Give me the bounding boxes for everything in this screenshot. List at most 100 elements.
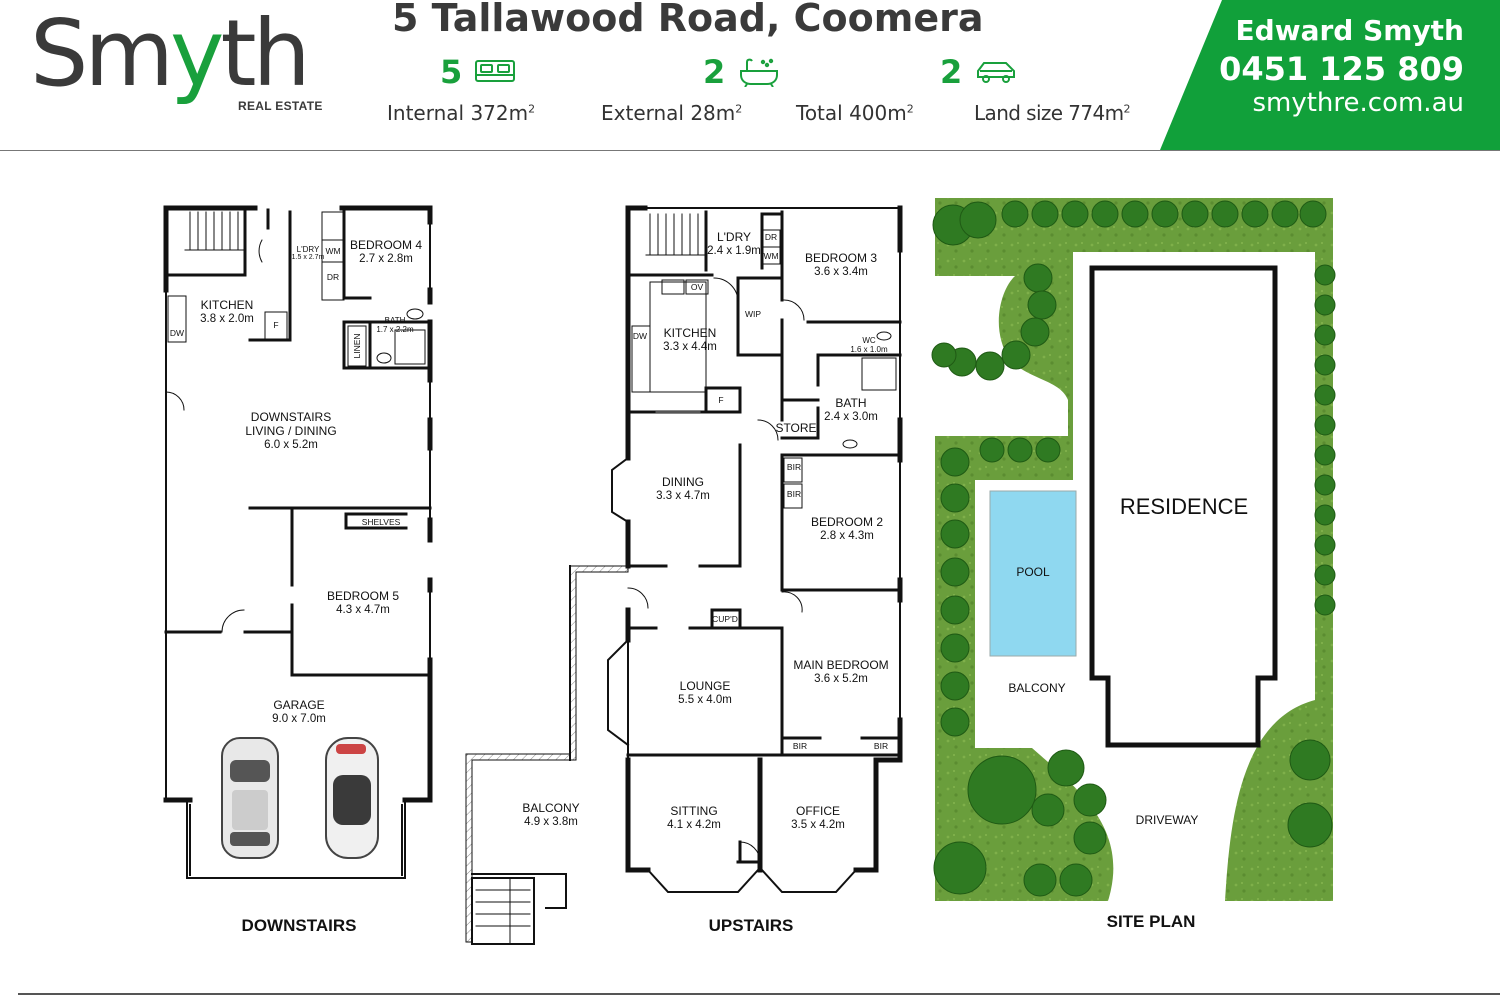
room-dims: 4.9 x 3.8m: [524, 815, 578, 828]
fixture-tag-dr: DR: [326, 272, 340, 282]
fixture-tag-wm: WM: [763, 251, 779, 261]
fixture-tag-dr: DR: [764, 232, 778, 242]
fixture-tag-fridge: F: [273, 320, 279, 330]
header-divider: [0, 150, 1500, 151]
room-label-bedroom-2: BEDROOM 2 2.8 x 4.3m: [810, 515, 884, 543]
room-label-garage: GARAGE 9.0 x 7.0m: [272, 698, 326, 726]
room-name: KITCHEN: [663, 326, 717, 340]
room-dims: 2.8 x 4.3m: [820, 529, 874, 542]
room-label-upstairs-bath: BATH 2.4 x 3.0m: [824, 396, 878, 424]
room-name: BALCONY: [522, 801, 580, 815]
room-dims: 3.3 x 4.4m: [663, 340, 717, 353]
room-dims: 3.5 x 4.2m: [791, 818, 845, 831]
room-dims: 3.6 x 5.2m: [814, 672, 868, 685]
room-dims: 6.0 x 5.2m: [264, 438, 318, 451]
brand-logo: Smyth: [30, 8, 311, 100]
room-dims: 2.4 x 3.0m: [824, 410, 878, 423]
car-space-count: 2: [940, 53, 1018, 91]
site-label-balcony: BALCONY: [1008, 681, 1066, 695]
room-label-bedroom-5: BEDROOM 5 4.3 x 4.7m: [326, 589, 400, 617]
room-name: L'DRY: [716, 230, 752, 244]
room-name: MAIN BEDROOM: [793, 658, 889, 672]
room-name: BEDROOM 5: [326, 589, 400, 603]
plan-title-downstairs: DOWNSTAIRS: [241, 916, 357, 935]
upstairs-plan: [465, 205, 903, 945]
room-label-downstairs-bath: BATH 1.7 x 2.2m: [376, 316, 413, 334]
room-name: BEDROOM 3: [804, 251, 878, 265]
room-label-dining: DINING 3.3 x 4.7m: [656, 475, 710, 503]
agent-phone[interactable]: 0451 125 809: [1219, 50, 1464, 88]
brand-logo-end: th: [220, 0, 310, 107]
total-area-unit: 2: [906, 102, 914, 116]
room-dims: 1.6 x 1.0m: [850, 345, 888, 355]
room-name: BATH: [835, 396, 867, 410]
external-area: External 28m2: [601, 101, 742, 125]
brand-subtitle: REAL ESTATE: [238, 99, 323, 113]
external-area-unit: 2: [735, 102, 743, 116]
room-label-upstairs-balcony: BALCONY 4.9 x 3.8m: [522, 801, 580, 829]
internal-area-text: Internal 372m: [387, 101, 529, 125]
room-label-lounge: LOUNGE 5.5 x 4.0m: [678, 679, 732, 707]
pool-shape: [989, 490, 1077, 657]
room-name: BEDROOM 4: [349, 238, 423, 252]
fixture-tag-bir: BIR: [786, 489, 802, 499]
fixture-tag-fridge: F: [718, 395, 724, 405]
fixture-tag-wm: WM: [325, 246, 341, 256]
room-name: STORE: [775, 421, 817, 435]
downstairs-plan: [163, 205, 433, 879]
land-area: Land size 774m2: [974, 101, 1131, 125]
room-label-bedroom-4: BEDROOM 4 2.7 x 2.8m: [349, 238, 423, 266]
room-name: SITTING: [670, 804, 718, 818]
bedroom-count-value: 5: [440, 53, 463, 91]
total-area: Total 400m2: [796, 101, 914, 125]
site-plan: [931, 198, 1336, 901]
room-name: DOWNSTAIRS: [250, 410, 332, 424]
fixture-tag-wip: WIP: [744, 309, 762, 319]
room-label-downstairs-laundry: L'DRY 1.5 x 2.7m: [292, 245, 325, 262]
site-label-driveway: DRIVEWAY: [1135, 813, 1199, 827]
fixture-tag-bir: BIR: [786, 462, 802, 472]
room-name-2: LIVING / DINING: [245, 423, 337, 438]
internal-area-unit: 2: [528, 102, 536, 116]
room-label-sitting: SITTING 4.1 x 4.2m: [667, 804, 721, 832]
room-dims: 4.1 x 4.2m: [667, 818, 721, 831]
fixture-tag-cupboard: CUP'D: [712, 614, 738, 624]
room-label-store: STORE: [775, 421, 817, 436]
external-area-text: External 28m: [601, 101, 736, 125]
fixture-tag-linen: LINEN: [352, 333, 362, 359]
room-name: L'DRY: [296, 245, 320, 254]
property-address: 5 Tallawood Road, Coomera: [392, 0, 984, 40]
garage-car-right: [325, 737, 379, 859]
room-label-downstairs-kitchen: KITCHEN 3.8 x 2.0m: [200, 298, 254, 326]
bathtub-icon: [737, 57, 781, 87]
agent-name: Edward Smyth: [1235, 14, 1464, 47]
bedroom-count: 5: [440, 53, 516, 91]
land-area-text: Land size 774m: [974, 101, 1124, 125]
bed-icon: [474, 59, 516, 85]
room-name: WC: [862, 336, 876, 345]
site-label-residence: RESIDENCE: [1119, 494, 1249, 519]
land-area-unit: 2: [1123, 102, 1131, 116]
agent-website[interactable]: smythre.com.au: [1252, 88, 1464, 118]
fixture-tag-bir: BIR: [792, 741, 808, 751]
fixture-tag-dw: DW: [632, 331, 648, 341]
internal-area: Internal 372m2: [387, 101, 535, 125]
room-dims: 5.5 x 4.0m: [678, 693, 732, 706]
room-name: DINING: [661, 475, 704, 489]
total-area-text: Total 400m: [796, 101, 907, 125]
room-label-office: OFFICE 3.5 x 4.2m: [791, 804, 845, 832]
site-label-pool: POOL: [1016, 565, 1050, 579]
fixture-tag-oven: OV: [690, 282, 704, 292]
bathroom-count-value: 2: [703, 53, 726, 91]
plan-title-upstairs: UPSTAIRS: [708, 916, 794, 935]
room-dims: 3.3 x 4.7m: [656, 489, 710, 502]
car-space-count-value: 2: [940, 53, 963, 91]
bathroom-count: 2: [703, 53, 781, 91]
room-name: BEDROOM 2: [810, 515, 884, 529]
agent-panel: Edward Smyth 0451 125 809 smythre.com.au: [1160, 0, 1500, 150]
room-name: BATH: [384, 316, 406, 325]
footer-divider: [18, 993, 1500, 995]
room-label-upstairs-kitchen: KITCHEN 3.3 x 4.4m: [663, 326, 717, 354]
garage-car-left: [221, 737, 279, 859]
